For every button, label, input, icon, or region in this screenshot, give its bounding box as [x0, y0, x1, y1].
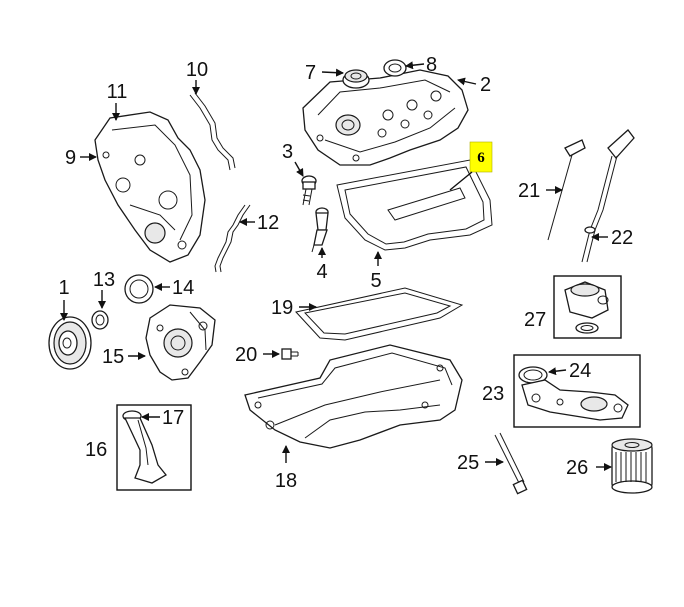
oil-cooler-part: [564, 281, 609, 334]
callout-25-label: 25: [457, 452, 479, 474]
spark-plug-part: [311, 207, 329, 253]
callout-1-label: 1: [58, 277, 69, 299]
callout-13-label: 13: [93, 269, 115, 291]
callout-7-leader: [321, 68, 344, 77]
drain-plug-part: [281, 348, 299, 360]
callout-12-label: 12: [257, 212, 279, 234]
callout-26-label: 26: [566, 457, 588, 479]
callout-22-label: 22: [611, 227, 633, 249]
oil-pump-part: [145, 304, 216, 381]
callout-8-leader: [405, 61, 425, 70]
callout-8-label: 8: [426, 54, 437, 76]
oil-filter-adapter-box: [513, 354, 641, 428]
callout-4-label: 4: [316, 261, 327, 283]
callout-6-leader: [449, 171, 473, 191]
timing-cover-gasket-part: [189, 92, 236, 171]
long-bolt-part: [494, 432, 528, 495]
callout-15-label: 15: [102, 346, 124, 368]
callout-3-leader: [294, 161, 304, 177]
callout-14-label: 14: [172, 277, 194, 299]
oil-pickup-box: [116, 404, 192, 491]
timing-cover-part: [94, 111, 206, 263]
oil-pickup-tube-part: [122, 410, 167, 484]
callout-6-highlight[interactable]: 6: [469, 141, 493, 173]
callout-11-label: 11: [107, 81, 128, 103]
dipstick-tube-part: [581, 129, 635, 263]
callout-16-label: 16: [85, 439, 107, 461]
callout-27-label: 27: [524, 309, 546, 331]
oil-cooler-box: [553, 275, 622, 339]
callout-3-label: 3: [282, 141, 293, 163]
callout-24-leader: [548, 367, 567, 376]
callout-17-label: 17: [162, 407, 184, 429]
callout-20-label: 20: [235, 344, 257, 366]
oil-pan-part: [244, 344, 463, 449]
callout-23-label: 23: [482, 383, 504, 405]
valve-cover-gasket-part: [336, 159, 493, 251]
oil-filter-adapter-part: [518, 366, 629, 421]
crankshaft-pulley-part: [48, 316, 92, 370]
callout-6-label: 6: [477, 150, 485, 166]
oil-filler-cap-part: [342, 69, 370, 89]
timing-cover-gasket-lower-part: [214, 204, 251, 273]
callout-19-label: 19: [271, 297, 293, 319]
callout-2-label: 2: [480, 74, 491, 96]
front-seal-part: [91, 310, 109, 330]
oil-filter-part: [611, 438, 653, 494]
callout-7-label: 7: [305, 62, 316, 84]
callout-5-label: 5: [370, 270, 381, 292]
oil-seal-ring-part: [124, 274, 154, 304]
dipstick-part: [547, 139, 586, 241]
valve-cover-part: [302, 69, 469, 166]
callout-2-leader: [457, 77, 477, 86]
valve-cover-bolt-part: [301, 175, 317, 206]
callout-21-label: 21: [518, 180, 540, 202]
oil-pan-gasket-part: [295, 287, 464, 341]
callout-10-label: 10: [186, 59, 208, 81]
callout-18-label: 18: [275, 470, 297, 492]
callout-24-label: 24: [569, 360, 591, 382]
callout-9-label: 9: [65, 147, 76, 169]
grommet-part: [383, 59, 407, 77]
